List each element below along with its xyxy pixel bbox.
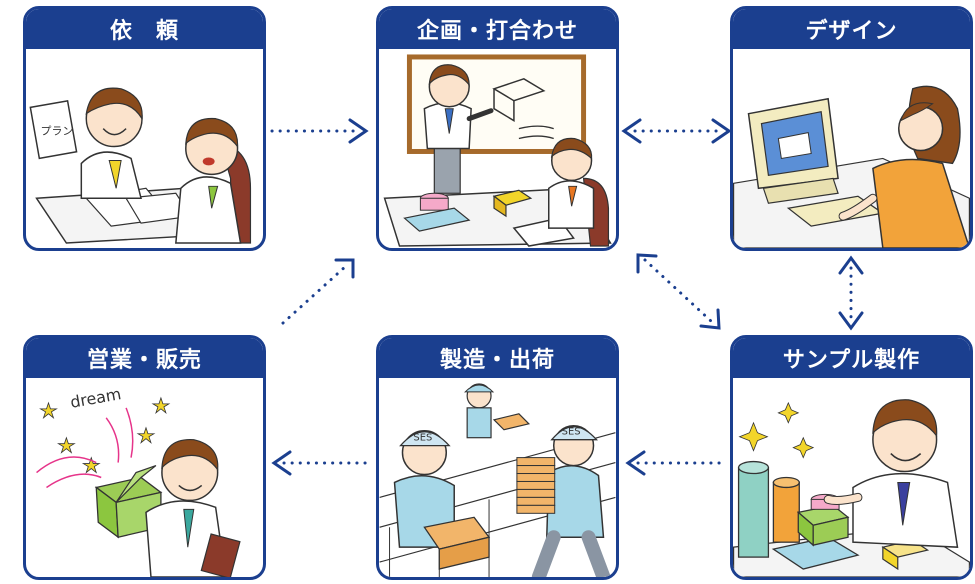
sales-illustration: dream <box>26 378 263 577</box>
request-illustration: プラン <box>26 49 263 248</box>
factory-workers-illustration: SES SES <box>379 383 616 577</box>
step-card-request: 依 頼 プラン <box>23 6 266 251</box>
star-icon <box>151 396 171 414</box>
step-card-sales: 営業・販売 dream <box>23 335 266 580</box>
planning-illustration <box>379 49 616 248</box>
step-title-sample: サンプル製作 <box>782 348 921 373</box>
computer-designer-illustration <box>733 85 970 248</box>
star-icon <box>39 401 58 419</box>
step-card-sample: サンプル製作 <box>730 335 973 580</box>
step-header-manufacturing: 製造・出荷 <box>379 338 616 378</box>
sparkle-icon <box>792 436 815 459</box>
arrowhead-left-icon <box>625 450 646 476</box>
step-header-sales: 営業・販売 <box>26 338 263 378</box>
sample-boxes-illustration <box>733 399 970 577</box>
sparkle-icon <box>738 421 769 452</box>
sample-illustration <box>733 378 970 577</box>
step-card-planning: 企画・打合わせ <box>376 6 619 251</box>
salesman-illustration: dream <box>36 384 241 577</box>
design-illustration <box>733 49 970 248</box>
step-title-manufacturing: 製造・出荷 <box>439 348 555 373</box>
dream-label: dream <box>69 384 123 412</box>
meeting-illustration: プラン <box>29 87 252 244</box>
cap-label-left: SES <box>413 433 432 444</box>
step-header-request: 依 頼 <box>26 9 263 49</box>
cap-label-right: SES <box>562 427 581 438</box>
star-icon <box>136 426 156 444</box>
step-header-sample: サンプル製作 <box>733 338 970 378</box>
plan-label: プラン <box>41 125 74 138</box>
step-title-planning: 企画・打合わせ <box>416 19 578 44</box>
arrowhead-right-icon <box>711 118 732 144</box>
step-card-design: デザイン <box>730 6 973 251</box>
arrowhead-down-right-icon <box>699 308 721 330</box>
star-icon <box>81 456 101 474</box>
arrowhead-up-right-icon <box>334 258 355 279</box>
arrowhead-up-icon <box>838 255 864 275</box>
arrow-planning-sample <box>643 258 714 324</box>
sparkle-icon <box>777 401 800 424</box>
presentation-illustration <box>383 54 612 247</box>
arrowhead-up-left-icon <box>636 253 658 274</box>
step-title-request: 依 頼 <box>109 19 179 44</box>
arrowhead-down-icon <box>838 311 864 331</box>
star-icon <box>56 436 76 454</box>
step-header-planning: 企画・打合わせ <box>379 9 616 49</box>
arrow-sales-to-planning <box>281 264 348 325</box>
step-card-manufacturing: 製造・出荷 SES <box>376 335 619 580</box>
arrowhead-left-icon <box>621 118 642 144</box>
arrowhead-left-icon <box>271 450 292 476</box>
step-header-design: デザイン <box>733 9 970 49</box>
step-title-sales: 営業・販売 <box>86 348 202 373</box>
manufacturing-illustration: SES SES <box>379 378 616 577</box>
step-title-design: デザイン <box>805 19 898 44</box>
arrowhead-right-icon <box>348 118 369 144</box>
